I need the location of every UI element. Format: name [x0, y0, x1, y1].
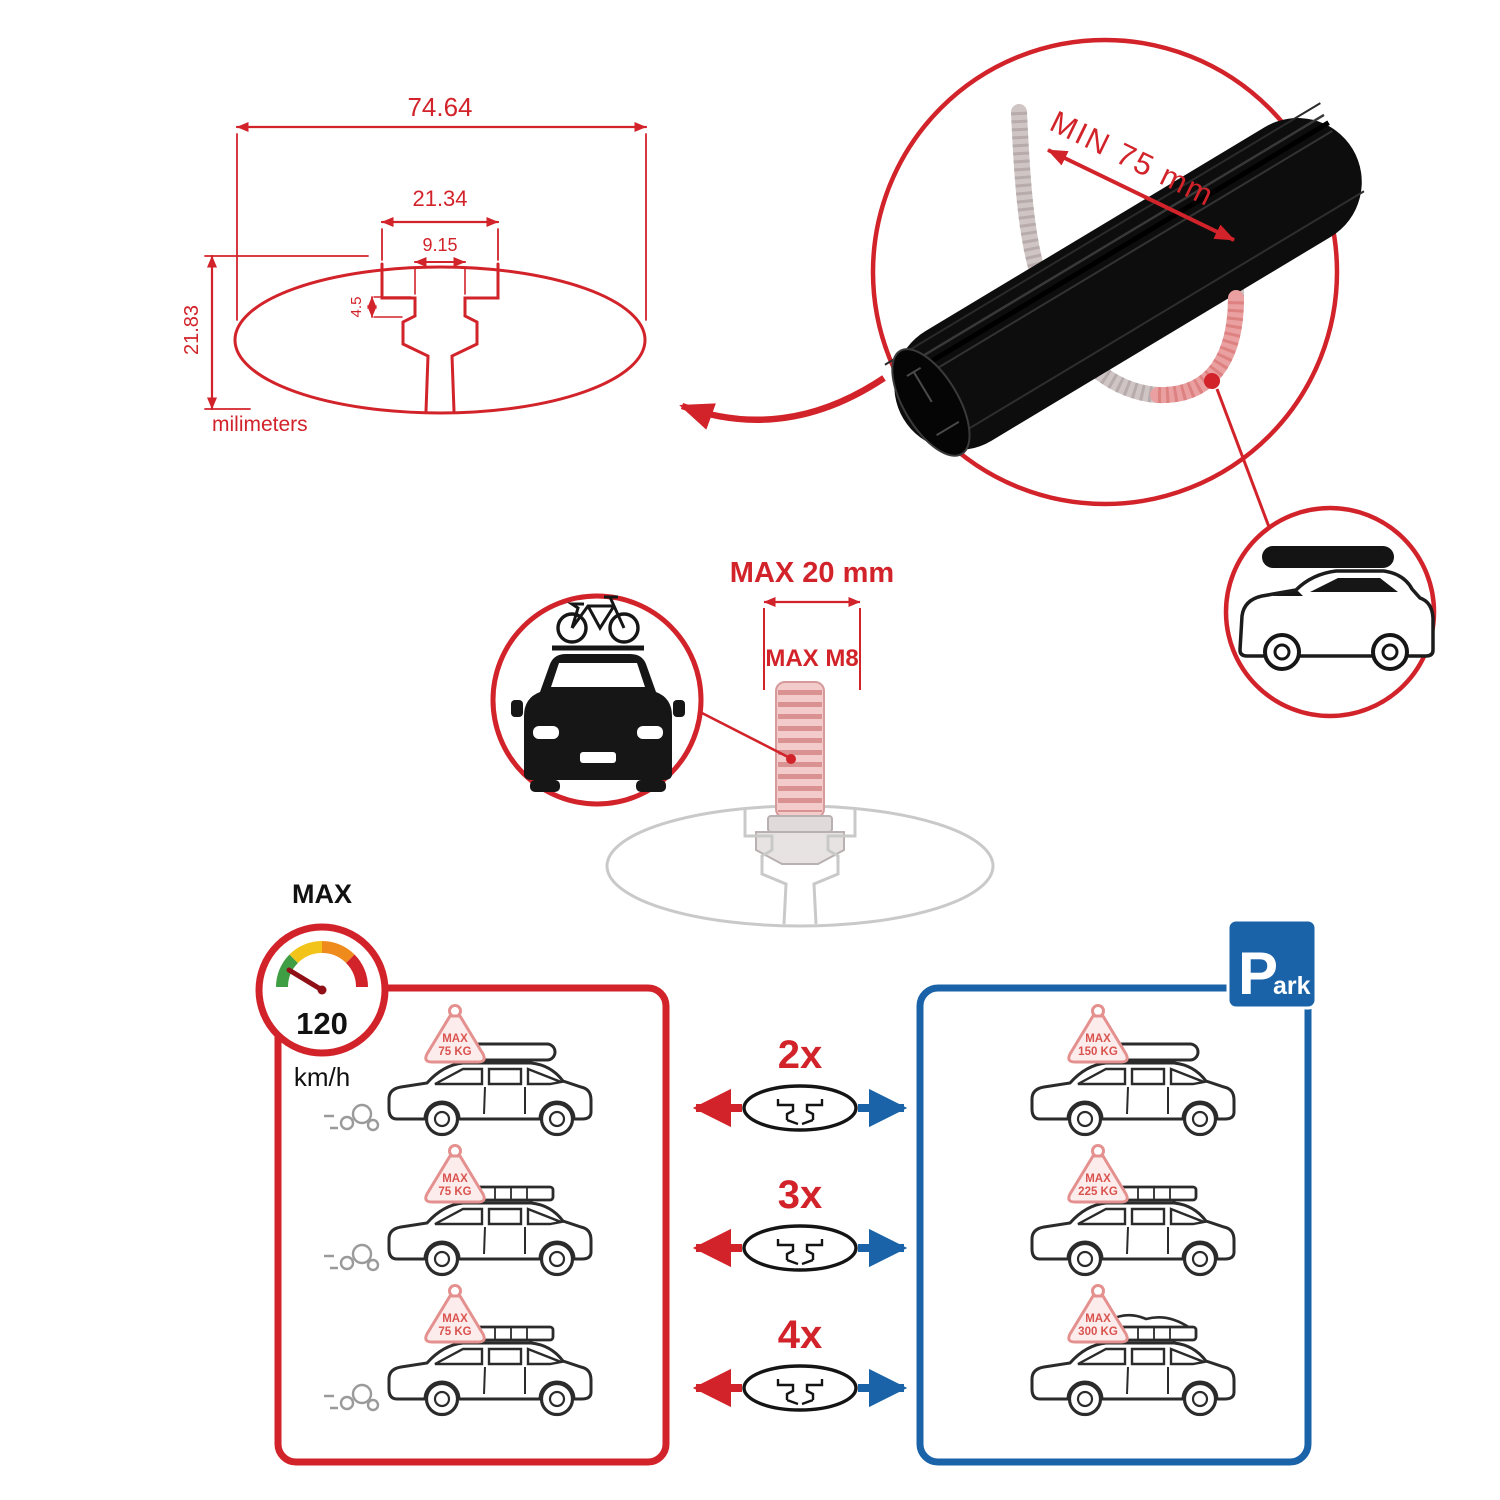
park-suffix: ark [1273, 972, 1311, 1000]
row-count-label: 4x [778, 1313, 823, 1357]
gauge-value-label: 120 [296, 1006, 348, 1041]
profile-channel [380, 262, 500, 413]
tag-weight-label: 225 KG [1078, 1186, 1118, 1198]
tag-max-label: MAX [1085, 1173, 1111, 1185]
tag-max-label: MAX [442, 1313, 468, 1325]
connector-to-suv-badge [1215, 388, 1271, 528]
dim-lip-depth-label: 4.5 [348, 297, 365, 318]
min-span-arrow [1047, 148, 1235, 242]
speed-limit-gauge: MAX 120 km/h [255, 879, 389, 1092]
tag-weight-label: 300 KG [1078, 1326, 1118, 1338]
bolt-collar [767, 815, 833, 833]
tag-weight-label: 75 KG [438, 1046, 471, 1058]
tag-weight-label: 75 KG [438, 1326, 471, 1338]
dim-total-height-label: 21.83 [181, 305, 203, 355]
row-count-label: 3x [778, 1173, 823, 1217]
thread-size-label: MAX M8 [765, 645, 858, 672]
dim-channel-width-label: 21.34 [412, 186, 467, 211]
dim-slot-width-label: 9.15 [422, 235, 457, 255]
usage-comparison: P ark MAX 120 km/h MAX 75 KG 2x MAX 150 … [255, 879, 1318, 1466]
pointer-arrow-to-drawing [679, 375, 886, 430]
bolt-t-head [755, 831, 845, 865]
park-sign: P ark [1226, 918, 1318, 1010]
crossbar-count-icon [742, 1084, 858, 1132]
faded-profile-channel [743, 808, 857, 925]
tag-max-label: MAX [442, 1033, 468, 1045]
connector-to-bolt [699, 710, 789, 759]
gauge-unit-label: km/h [294, 1062, 350, 1092]
comparison-row: MAX 75 KG 2x MAX 150 KG [322, 1004, 1236, 1137]
gauge-max-label: MAX [292, 879, 352, 909]
profile-ellipse [233, 265, 647, 415]
windshield [551, 663, 645, 687]
comparison-row: MAX 75 KG 4x MAX 300 KG [322, 1284, 1236, 1417]
tag-max-label: MAX [1085, 1313, 1111, 1325]
bike-frame [567, 595, 626, 631]
gauge-needle [286, 967, 325, 993]
max-width-label: MAX 20 mm [730, 557, 894, 589]
roofbox-car-badge [1223, 505, 1437, 719]
tag-max-label: MAX [442, 1173, 468, 1185]
crossbar-count-icon [742, 1224, 858, 1272]
comparison-row: MAX 75 KG 3x MAX 225 KG [322, 1144, 1236, 1277]
unit-label: milimeters [212, 413, 308, 436]
bike-wheel [608, 612, 640, 644]
bike-wheel [556, 612, 588, 644]
park-letter: P [1238, 940, 1278, 1007]
fixation-point-dot [1204, 373, 1220, 389]
bike-car-badge [490, 593, 704, 807]
crossbar-3d-detail: MIN 75 mm [870, 37, 1437, 719]
roof-box [1262, 546, 1394, 568]
tag-max-label: MAX [1085, 1033, 1111, 1045]
dim-total-width-label: 74.64 [407, 92, 472, 122]
bolt-spec: MAX 20 mm MAX M8 [490, 557, 995, 928]
crossbar-count-icon [742, 1364, 858, 1412]
tag-weight-label: 75 KG [438, 1186, 471, 1198]
tag-weight-label: 150 KG [1078, 1046, 1118, 1058]
cross-section-drawing: 74.64 21.34 9.15 4.5 21.83 milimeters [181, 92, 648, 436]
row-count-label: 2x [778, 1033, 823, 1077]
